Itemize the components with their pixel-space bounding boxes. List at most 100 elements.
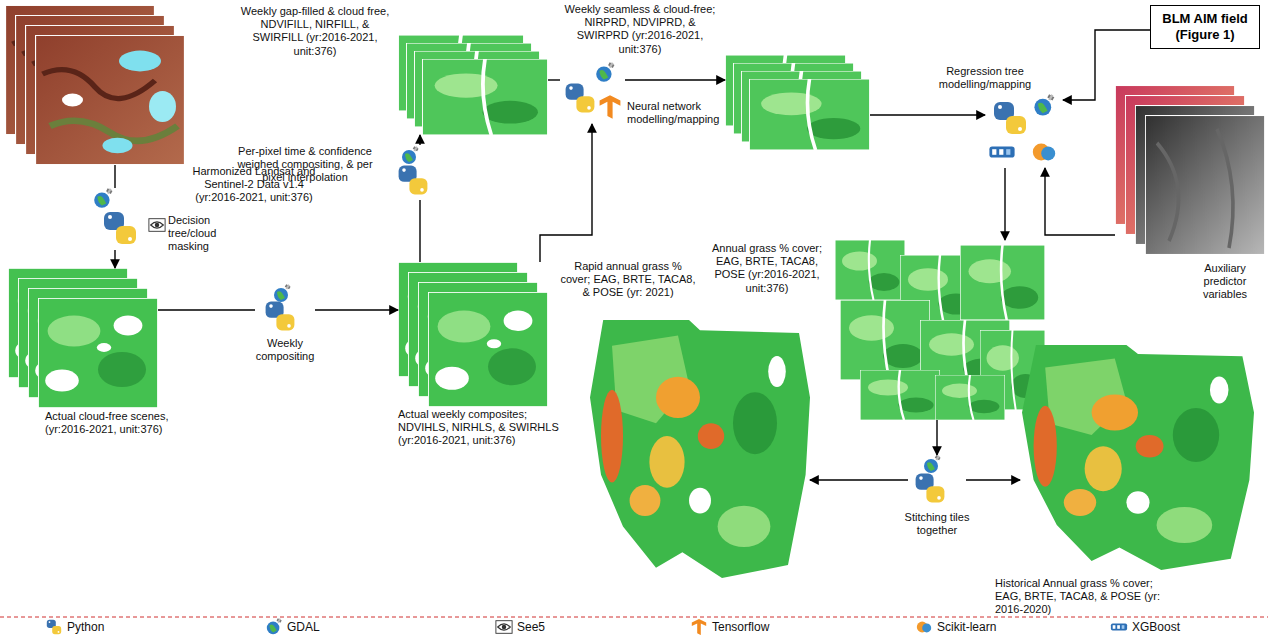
caption-text: Historical Annual grass % cover; EAG, BR…	[995, 577, 1175, 617]
legend-icon	[45, 618, 63, 635]
flow-arrow	[419, 200, 420, 262]
map-tile	[960, 245, 1045, 320]
caption-text: Weekly compositing	[245, 337, 325, 363]
image-layer	[1145, 115, 1265, 255]
image-stack: Actual weekly composites; NDVIHLS, NIRHL…	[398, 262, 548, 407]
gdal-icon	[596, 62, 614, 82]
map-tiles: Annual grass % cover; EAG, BRTE, TACA8, …	[835, 240, 1045, 420]
caption-text: Annual grass % cover; EAG, BRTE, TACA8, …	[702, 242, 832, 295]
weekly-composite-stack	[398, 262, 548, 407]
flow-arrow	[1063, 30, 1150, 100]
flow-arrow	[419, 135, 420, 145]
python-icon	[566, 84, 595, 113]
process-icons: Regression tree modelling/mapping	[985, 92, 1063, 168]
legend-text: Scikit-learn	[937, 620, 996, 634]
legend-text: Tensorflow	[712, 620, 769, 634]
image-stack: Weekly seamless & cloud-free; NIRPRD, ND…	[725, 55, 870, 150]
gdal-icon	[274, 284, 291, 302]
legend-icon	[690, 618, 708, 635]
image-stack: Actual cloud-free scenes, (yr:2016-2021,…	[8, 268, 158, 408]
legend-text: Python	[67, 620, 104, 634]
image-layer	[35, 35, 185, 165]
box-label: BLM AIM field (Figure 1)	[1155, 11, 1255, 42]
cloudfree-image-stack	[8, 268, 158, 408]
hls-image-stack	[5, 5, 185, 165]
legend-icon	[265, 618, 283, 635]
flow-arrow	[625, 79, 725, 80]
gdal-icon	[924, 455, 941, 473]
python-icon	[266, 302, 295, 331]
image-stack: Harmonized Landsat and Sentinel-2 Data v…	[5, 5, 185, 165]
map-figure: Rapid annual grass % cover; EAG, BRTE, T…	[590, 310, 810, 580]
legend-item: See5	[495, 618, 545, 635]
legend-item: Tensorflow	[690, 618, 769, 635]
image-stack: Auxiliary predictor variables	[1115, 85, 1265, 255]
legend-item: Python	[45, 618, 104, 635]
image-layer	[38, 298, 158, 408]
process-icons: Decision tree/cloud masking	[80, 188, 150, 250]
python-icon	[399, 166, 428, 195]
sklearn-icon	[1033, 144, 1055, 161]
map-tile	[840, 300, 930, 380]
legend-text: See5	[517, 620, 545, 634]
caption-text: Stitching tiles together	[894, 511, 980, 537]
caption-text: Harmonized Landsat and Sentinel-2 Data v…	[185, 165, 323, 205]
legend-icon	[495, 618, 513, 635]
map-tile	[835, 240, 905, 300]
caption-text: Weekly seamless & cloud-free; NIRPRD, ND…	[560, 3, 720, 56]
flow-arrow	[114, 250, 115, 268]
process-icons: Stitching tiles together	[908, 455, 966, 507]
flow-arrow	[1004, 168, 1005, 240]
legend-text: GDAL	[287, 620, 320, 634]
process-icons: Neural network modelling/mapping	[560, 62, 625, 124]
field-data-box: BLM AIM field (Figure 1)	[1150, 5, 1260, 49]
map-figure: Historical Annual grass % cover; EAG, BR…	[1020, 345, 1255, 570]
legend-item: XGBoost	[1110, 618, 1180, 635]
process-icons: Weekly compositing	[255, 285, 315, 333]
legend-text: XGBoost	[1132, 620, 1180, 634]
gapfilled-image-stack	[398, 35, 548, 135]
python-icon	[104, 212, 136, 244]
flow-arrow	[114, 165, 115, 188]
process-icons: Per-pixel time & confidence weighed comp…	[390, 145, 445, 200]
flow-arrow	[870, 114, 985, 115]
caption-text: Decision tree/cloud masking	[168, 214, 238, 254]
legend-icon	[1110, 618, 1128, 635]
see5-icon	[149, 219, 165, 232]
flow-arrow	[540, 124, 592, 262]
legend-item: GDAL	[265, 618, 320, 635]
flow-arrow	[810, 479, 908, 480]
rapid-map	[590, 320, 810, 578]
caption-text: Actual cloud-free scenes, (yr:2016-2021,…	[45, 410, 195, 436]
image-layer	[428, 292, 548, 407]
caption-text: Weekly gap-filled & cloud free, NDVIFILL…	[236, 5, 394, 58]
caption-text: Regression tree modelling/mapping	[910, 65, 1060, 91]
flow-arrow	[966, 479, 1020, 480]
image-stack: Weekly gap-filled & cloud free, NDVIFILL…	[398, 35, 548, 135]
legend-item: Scikit-learn	[915, 618, 996, 635]
legend-icon	[915, 618, 933, 635]
legend-divider	[0, 617, 1268, 618]
map-tile	[935, 375, 1005, 420]
caption-text: Rapid annual grass % cover; EAG, BRTE, T…	[558, 260, 698, 300]
caption-text: Per-pixel time & confidence weighed comp…	[225, 145, 385, 185]
seamless-image-stack	[725, 55, 870, 150]
auxiliary-image-stack	[1115, 85, 1265, 255]
caption-text: Auxiliary predictor variables	[1185, 262, 1265, 302]
flow-arrow	[315, 309, 398, 310]
flow-arrow	[936, 420, 937, 455]
caption-text: Neural network modelling/mapping	[627, 100, 723, 126]
gdal-icon	[94, 188, 112, 208]
image-layer	[422, 59, 548, 135]
caption-text: Actual weekly composites; NDVIHLS, NIRHL…	[398, 408, 573, 448]
map-tile	[860, 370, 940, 420]
flow-arrow	[548, 79, 560, 80]
historical-map	[1022, 345, 1254, 570]
xgboost-icon	[989, 146, 1014, 157]
flow-arrow	[1045, 168, 1115, 235]
python-icon	[994, 102, 1026, 134]
gdal-icon	[402, 146, 419, 164]
tensorflow-icon	[600, 95, 621, 118]
